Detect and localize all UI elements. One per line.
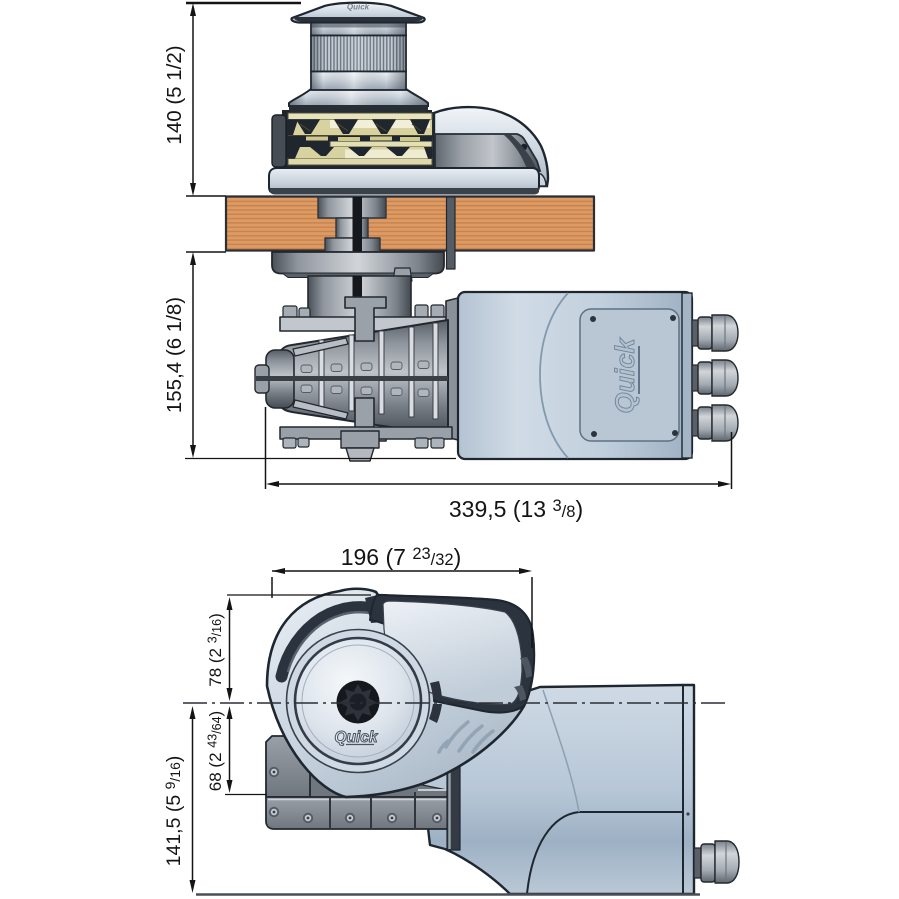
svg-text:78 (2 3/16): 78 (2 3/16)	[206, 613, 226, 687]
svg-text:141,5 (5 9/16): 141,5 (5 9/16)	[162, 756, 185, 867]
svg-text:Quick: Quick	[347, 3, 370, 12]
svg-text:196 (7 23/32): 196 (7 23/32)	[341, 544, 462, 570]
svg-text:Quick: Quick	[610, 337, 640, 414]
svg-text:68 (2 43/64): 68 (2 43/64)	[206, 711, 226, 791]
svg-text:140 (5 1/2): 140 (5 1/2)	[163, 45, 186, 144]
svg-text:Quick: Quick	[334, 729, 378, 746]
svg-text:155,4 (6 1/8): 155,4 (6 1/8)	[163, 297, 186, 413]
svg-text:339,5 (13 3/8): 339,5 (13 3/8)	[449, 496, 583, 522]
